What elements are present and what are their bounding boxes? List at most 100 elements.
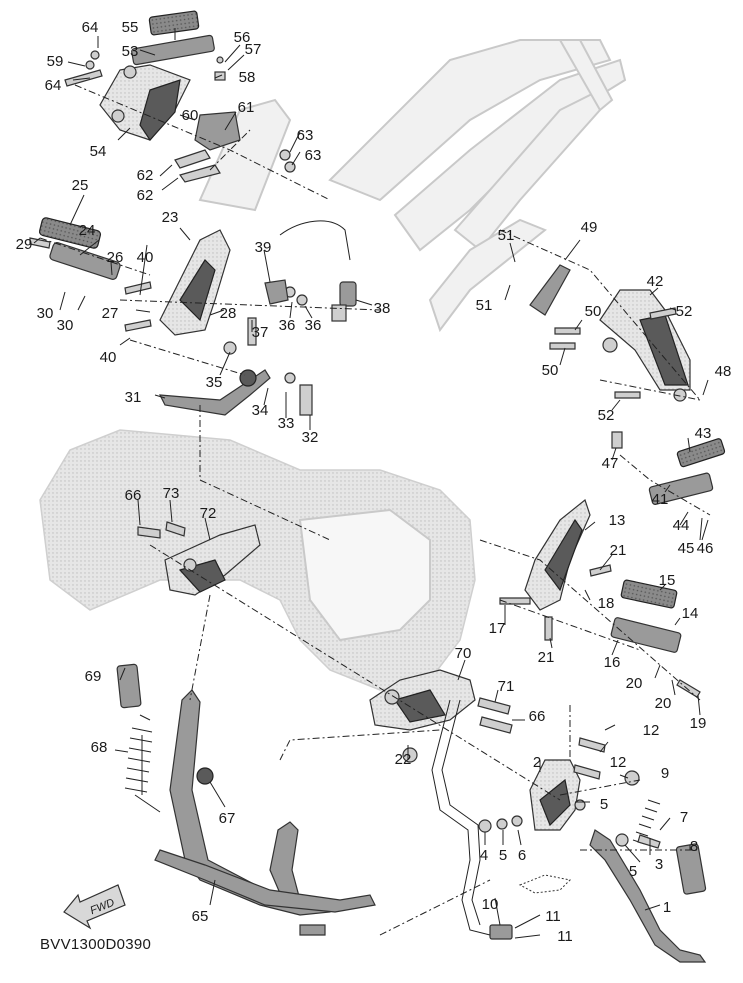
callout-70: 70 <box>455 645 472 662</box>
assembly-lines <box>39 84 711 936</box>
callout-67: 67 <box>219 810 236 827</box>
callout-30: 30 <box>37 305 54 322</box>
callout-30: 30 <box>57 317 74 334</box>
callout-12: 12 <box>610 754 627 771</box>
leader-lines <box>33 28 709 939</box>
callout-8: 8 <box>690 838 698 855</box>
callout-44: 44 <box>673 517 690 534</box>
callout-50: 50 <box>542 362 559 379</box>
callout-52: 52 <box>676 303 693 320</box>
callout-17: 17 <box>489 620 506 637</box>
callout-25: 25 <box>72 177 89 194</box>
callout-20: 20 <box>655 695 672 712</box>
callout-50: 50 <box>585 303 602 320</box>
callout-38: 38 <box>374 300 391 317</box>
callout-53: 53 <box>122 43 139 60</box>
callout-5: 5 <box>499 847 507 864</box>
callout-21: 21 <box>538 649 555 666</box>
main-frame-ghost <box>39 429 476 691</box>
callout-36: 36 <box>305 317 322 334</box>
callout-37: 37 <box>252 324 269 341</box>
callout-29: 29 <box>16 236 33 253</box>
sidestand-assembly <box>431 699 707 963</box>
callout-11: 11 <box>545 908 561 925</box>
passenger-footrest-right <box>529 264 726 505</box>
callout-24: 24 <box>79 222 96 239</box>
callout-39: 39 <box>255 239 272 256</box>
callout-3: 3 <box>655 856 663 873</box>
rear-brake-master-cylinder <box>264 220 357 322</box>
callout-47: 47 <box>602 455 619 472</box>
main-stand <box>116 663 376 936</box>
callout-40: 40 <box>100 349 117 366</box>
callout-42: 42 <box>647 273 664 290</box>
callout-33: 33 <box>278 415 295 432</box>
callout-10: 10 <box>482 896 499 913</box>
callout-66: 66 <box>529 708 546 725</box>
callout-63: 63 <box>305 147 322 164</box>
rider-footrest-bracket-left <box>499 498 701 698</box>
diagram-code: BVV1300D0390 <box>40 936 152 953</box>
callout-18: 18 <box>598 595 615 612</box>
callout-31: 31 <box>125 389 142 406</box>
callout-20: 20 <box>626 675 643 692</box>
callout-41: 41 <box>652 491 669 508</box>
callout-5: 5 <box>600 796 608 813</box>
callout-59: 59 <box>47 53 64 70</box>
callout-63: 63 <box>297 127 314 144</box>
callout-48: 48 <box>715 363 732 380</box>
callout-11: 11 <box>557 928 573 945</box>
main-stand-bracket-right <box>369 669 513 763</box>
callout-45: 45 <box>678 540 695 557</box>
callout-15: 15 <box>659 572 676 589</box>
rider-footrest-bracket-right <box>29 217 313 416</box>
callout-21: 21 <box>610 542 627 559</box>
callout-46: 46 <box>697 540 714 557</box>
callout-4: 4 <box>480 847 488 864</box>
callout-61: 61 <box>238 99 255 116</box>
callout-62: 62 <box>137 167 154 184</box>
callout-51: 51 <box>476 297 493 314</box>
callout-32: 32 <box>302 429 319 446</box>
callout-16: 16 <box>604 654 621 671</box>
callout-55: 55 <box>122 19 139 36</box>
callout-56: 56 <box>234 29 251 46</box>
forward-arrow-icon: FWD <box>63 884 126 930</box>
callout-66: 66 <box>125 487 142 504</box>
callout-58: 58 <box>239 69 256 86</box>
callout-7: 7 <box>680 809 688 826</box>
callout-60: 60 <box>182 107 199 124</box>
callout-28: 28 <box>220 305 237 322</box>
callout-52: 52 <box>598 407 615 424</box>
callout-35: 35 <box>206 374 223 391</box>
callout-22: 22 <box>395 751 412 768</box>
callout-49: 49 <box>581 219 598 236</box>
callout-23: 23 <box>162 209 179 226</box>
callout-51: 51 <box>498 227 515 244</box>
callout-65: 65 <box>192 908 209 925</box>
passenger-footrest-left <box>99 10 241 183</box>
callout-69: 69 <box>85 668 102 685</box>
callout-43: 43 <box>695 425 712 442</box>
main-stand-bracket-left <box>137 521 261 596</box>
callout-27: 27 <box>102 305 119 322</box>
callout-1: 1 <box>663 899 671 916</box>
callout-68: 68 <box>91 739 108 756</box>
callout-9: 9 <box>661 765 669 782</box>
callout-73: 73 <box>163 485 180 502</box>
callout-5: 5 <box>629 863 637 880</box>
callout-2: 2 <box>533 754 541 771</box>
callout-54: 54 <box>90 143 107 160</box>
callout-64: 64 <box>45 77 62 94</box>
callout-62: 62 <box>137 187 154 204</box>
callout-13: 13 <box>609 512 626 529</box>
callout-12: 12 <box>643 722 660 739</box>
callout-36: 36 <box>279 317 296 334</box>
callout-64: 64 <box>82 19 99 36</box>
callout-26: 26 <box>107 249 124 266</box>
callout-19: 19 <box>690 715 707 732</box>
callout-6: 6 <box>518 847 526 864</box>
